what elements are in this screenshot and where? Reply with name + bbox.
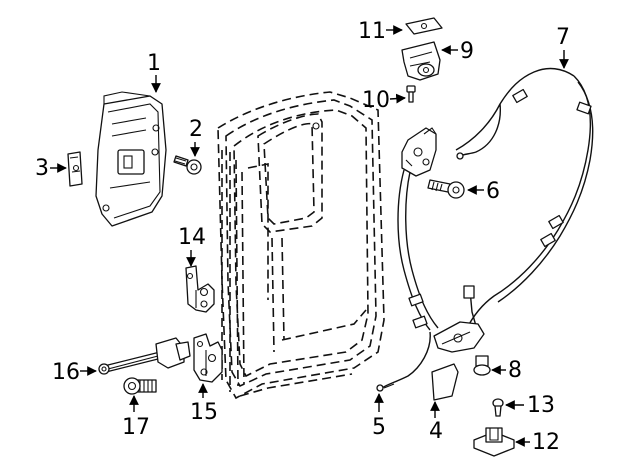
cable-clips: [408, 88, 592, 329]
callouts: 1 2 3 4 5 6 7 8 9 10 11 12 13 14 15 16 1: [35, 19, 570, 455]
callout-10: 10: [362, 88, 390, 113]
callout-12: 12: [532, 430, 560, 455]
part-3-clip: [67, 151, 83, 187]
upper-latch: [401, 127, 437, 177]
part-6-bolt: [427, 179, 465, 199]
callout-9: 9: [460, 39, 474, 64]
callout-17: 17: [122, 415, 150, 440]
latch-cables: [381, 67, 594, 389]
part-14-upper-hinge: [185, 265, 215, 313]
part-8-bolt: [473, 355, 491, 376]
callout-16: 16: [52, 360, 80, 385]
callout-5: 5: [372, 415, 386, 440]
part-10-bolt: [406, 85, 416, 103]
part-9-bracket: [401, 41, 441, 81]
callout-7: 7: [556, 25, 570, 50]
door-shell: [217, 91, 385, 400]
callout-13: 13: [527, 393, 555, 418]
part-11-plate: [405, 17, 443, 35]
callout-3: 3: [35, 156, 49, 181]
callout-11: 11: [358, 19, 386, 44]
callout-15: 15: [190, 400, 218, 425]
part-4-cover: [431, 363, 459, 401]
part-5-rod-end: [376, 383, 395, 392]
callout-2: 2: [189, 117, 203, 142]
part-15-lower-hinge: [193, 333, 223, 383]
lower-latch: [433, 321, 485, 353]
callout-8: 8: [508, 358, 522, 383]
part-12-striker: [473, 427, 515, 457]
callout-1: 1: [147, 51, 161, 76]
part-17-bolt: [123, 377, 157, 395]
callout-4: 4: [429, 419, 443, 444]
part-2-bolt: [173, 155, 202, 175]
part-1-door-panel: [95, 91, 167, 227]
callout-6: 6: [486, 179, 500, 204]
part-13-screw: [492, 398, 504, 417]
part-16-check-strap: [98, 337, 191, 375]
callout-14: 14: [178, 225, 206, 250]
